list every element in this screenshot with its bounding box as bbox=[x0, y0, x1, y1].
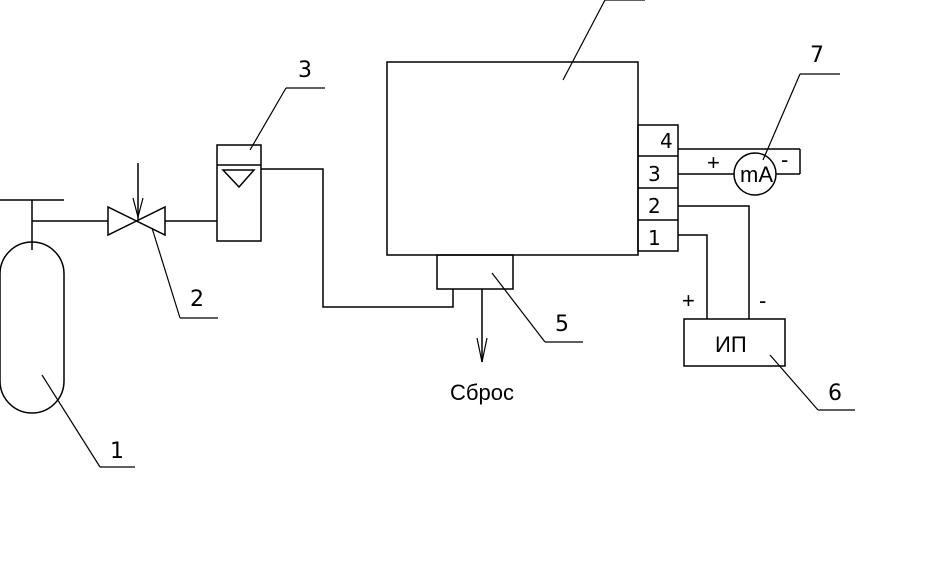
milliammeter-minus: - bbox=[781, 147, 788, 172]
valve bbox=[107, 163, 166, 237]
label-cylinder: 1 bbox=[110, 439, 124, 464]
leader-2 bbox=[151, 227, 218, 319]
milliammeter-plus: + bbox=[707, 150, 720, 175]
terminal-3: 3 bbox=[648, 162, 661, 186]
leader-6 bbox=[769, 354, 855, 411]
power-supply bbox=[678, 205, 786, 367]
power-supply-minus: - bbox=[759, 288, 766, 313]
gas-analyzer-block bbox=[386, 61, 639, 256]
label-milliammeter: 7 bbox=[810, 43, 824, 68]
label-sampler: 5 bbox=[555, 312, 569, 337]
label-power-supply: 6 bbox=[828, 381, 842, 406]
terminal-4: 4 bbox=[660, 129, 673, 153]
leader-1 bbox=[41, 374, 135, 468]
terminal-2: 2 bbox=[648, 194, 661, 218]
label-exhaust: Сброс bbox=[450, 380, 514, 405]
label-flowmeter: 3 bbox=[298, 58, 312, 83]
gas-cylinder bbox=[0, 199, 65, 414]
pipe-flowmeter-sampler bbox=[261, 168, 454, 308]
milliammeter-label: mA bbox=[740, 162, 773, 187]
power-supply-label: ИП bbox=[715, 332, 747, 357]
leader-main bbox=[562, 0, 645, 81]
sampler bbox=[436, 254, 514, 363]
power-supply-plus: + bbox=[682, 288, 695, 313]
leader-5 bbox=[491, 272, 583, 343]
milliammeter bbox=[678, 148, 801, 196]
leader-7 bbox=[762, 73, 840, 161]
label-valve: 2 bbox=[190, 287, 204, 312]
leader-3 bbox=[249, 87, 325, 151]
terminal-1: 1 bbox=[648, 226, 661, 250]
terminal-block bbox=[637, 124, 679, 252]
flowmeter bbox=[216, 144, 262, 242]
